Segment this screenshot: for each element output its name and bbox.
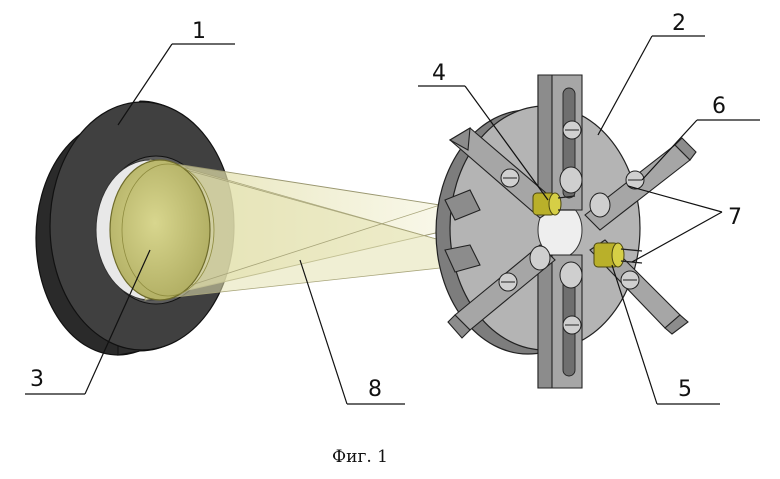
lens bbox=[110, 160, 214, 300]
emitter-holder bbox=[436, 75, 696, 388]
label-8: 8 bbox=[368, 377, 382, 402]
label-4: 4 bbox=[432, 61, 446, 86]
label-6: 6 bbox=[712, 94, 726, 119]
label-3: 3 bbox=[30, 367, 44, 392]
label-5: 5 bbox=[678, 377, 692, 402]
label-7: 7 bbox=[728, 205, 742, 230]
label-2: 2 bbox=[672, 11, 686, 36]
label-1: 1 bbox=[192, 19, 206, 44]
figure-caption: Фиг. 1 bbox=[332, 447, 388, 467]
